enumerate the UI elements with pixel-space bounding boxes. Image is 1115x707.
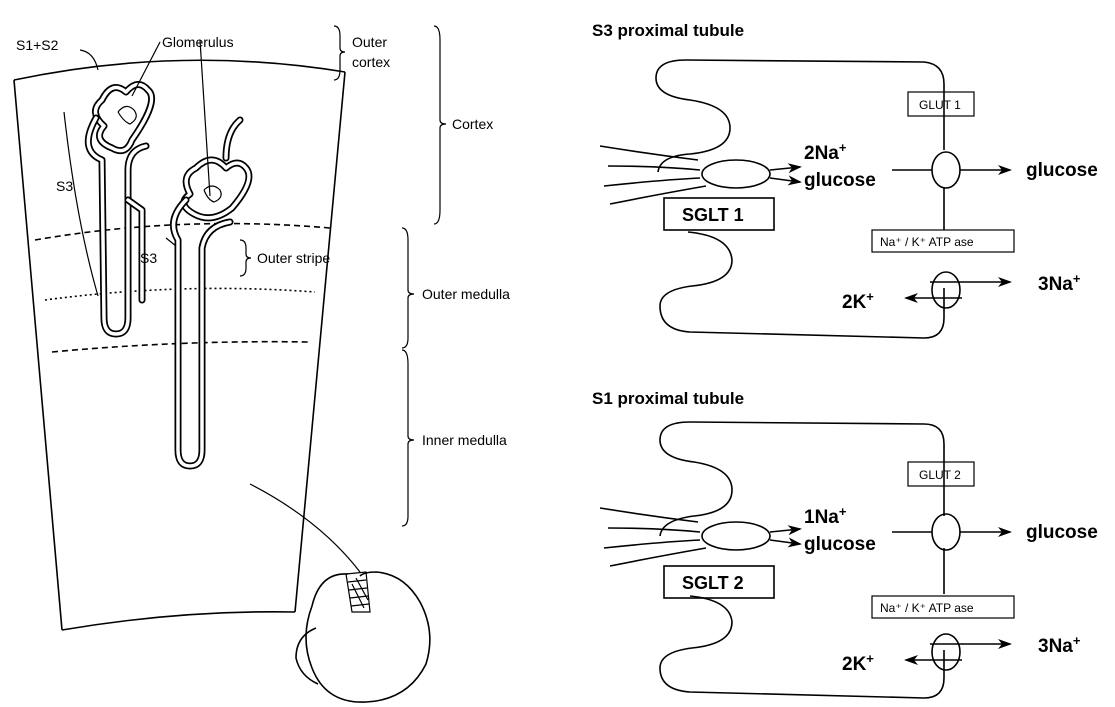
cortex-medulla-boundary [35, 224, 330, 240]
s3-glucose-out-label: glucose [1026, 160, 1098, 181]
outer-cortex-label-line1: Outer [352, 34, 387, 50]
s3-k-label: 2K+ [842, 289, 874, 313]
s3-pump-label: Na⁺ / K⁺ ATP ase [880, 235, 974, 249]
s1-s2-label: S1+S2 [16, 37, 59, 53]
s1-glut-label: GLUT 2 [919, 468, 961, 482]
cortex-label: Cortex [452, 116, 493, 132]
s1-panel-title: S1 proximal tubule [592, 389, 744, 408]
s1-na-label: 3Na+ [1038, 633, 1081, 657]
s3-sglt-arrow-lower [770, 178, 800, 182]
s1-sglt-ellipse [702, 522, 770, 550]
s3-panel: S3 proximal tubule SGLT 1 2Na+ glucose G… [592, 21, 1098, 338]
s1-sglt-arrow-upper [770, 529, 800, 532]
s3-panel-title: S3 proximal tubule [592, 21, 744, 40]
s1-pump-label: Na⁺ / K⁺ ATP ase [880, 601, 974, 615]
inner-medulla-label: Inner medulla [422, 432, 507, 448]
s3-sglt-ellipse [702, 160, 770, 188]
kidney-section: S1+S2 Glomerulus Outer cortex Cortex S3 … [14, 26, 510, 702]
inner-medulla-brace [402, 350, 414, 526]
cortical-nephron [88, 84, 151, 334]
s1-cell-outline [660, 422, 944, 698]
s1-k-label: 2K+ [842, 651, 874, 675]
s3-cell-outline [656, 60, 944, 338]
s1-glucose-out-label: glucose [1026, 522, 1098, 543]
wedge-bottom-arc [62, 612, 295, 630]
s1-sglt-arrow-lower [770, 540, 800, 544]
s3-na-label: 3Na+ [1038, 271, 1081, 295]
s3-glut-ellipse [932, 152, 960, 188]
s1-cotransport-na: 1Na+ [804, 504, 847, 528]
s3-inner-label: S3 [140, 250, 157, 266]
cortex-brace [434, 26, 446, 224]
outer-cortex-label-line2: cortex [352, 54, 390, 70]
s3-sglt-label: SGLT 1 [682, 205, 744, 225]
s1-pump-ellipse [932, 634, 960, 670]
s3-cotransport-glucose: glucose [804, 170, 876, 191]
s3-pump-ellipse [932, 272, 960, 308]
outer-stripe-label: Outer stripe [257, 250, 330, 266]
s3-left-leader [64, 112, 98, 296]
s1-sglt-label: SGLT 2 [682, 573, 744, 593]
wedge-left-edge [14, 80, 62, 630]
outer-stripe-brace [240, 240, 251, 276]
glomerulus-label-upper: Glomerulus [162, 34, 234, 50]
s3-sglt-arrow-upper [770, 167, 800, 170]
kidney-icon [250, 484, 430, 702]
juxtamedullary-nephron [174, 120, 249, 466]
s3-cotransport-na: 2Na+ [804, 140, 847, 164]
outer-medulla-brace [402, 228, 414, 348]
glomerulus-leader-lower [200, 40, 210, 196]
s1-panel: S1 proximal tubule SGLT 2 1Na+ glucose G… [592, 389, 1098, 698]
s1-glut-ellipse [932, 514, 960, 550]
s3-glut-label: GLUT 1 [919, 98, 961, 112]
outer-medulla-label: Outer medulla [422, 286, 510, 302]
s1-cotransport-glucose: glucose [804, 534, 876, 555]
s3-left-label: S3 [56, 178, 73, 194]
wedge-top-arc [14, 60, 345, 80]
